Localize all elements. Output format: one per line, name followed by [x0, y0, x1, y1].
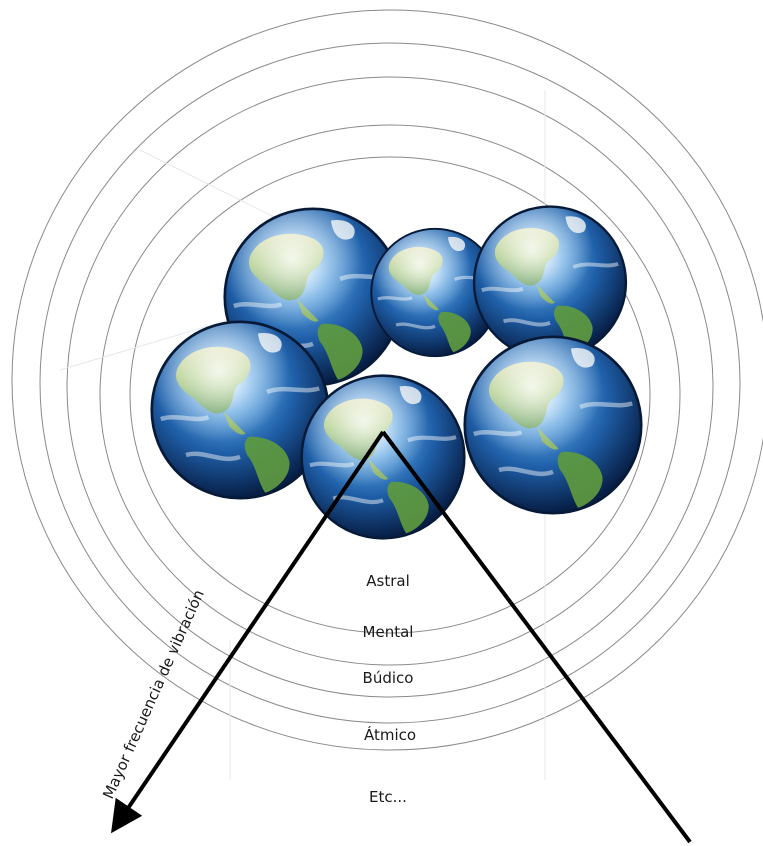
ring-label-mental: Mental — [363, 623, 414, 641]
ring-outer-4 — [39, 42, 741, 724]
ring-outer-2 — [99, 124, 681, 666]
vibration-arrow-left — [111, 430, 385, 834]
earth-globe-icon — [152, 322, 328, 498]
ring-inner-1 — [129, 156, 651, 634]
ring-label-astral: Astral — [366, 572, 409, 590]
ring-outer-3 — [66, 76, 714, 698]
globes-cluster — [152, 207, 641, 539]
earth-globe-icon — [465, 337, 641, 513]
ring-label-budico: Búdico — [363, 669, 414, 687]
vibration-arrow-right — [381, 430, 692, 844]
ring-outer-5 — [11, 9, 763, 751]
ring-label-etc: Etc... — [369, 788, 407, 806]
ring-label-atmico: Átmico — [364, 725, 416, 744]
